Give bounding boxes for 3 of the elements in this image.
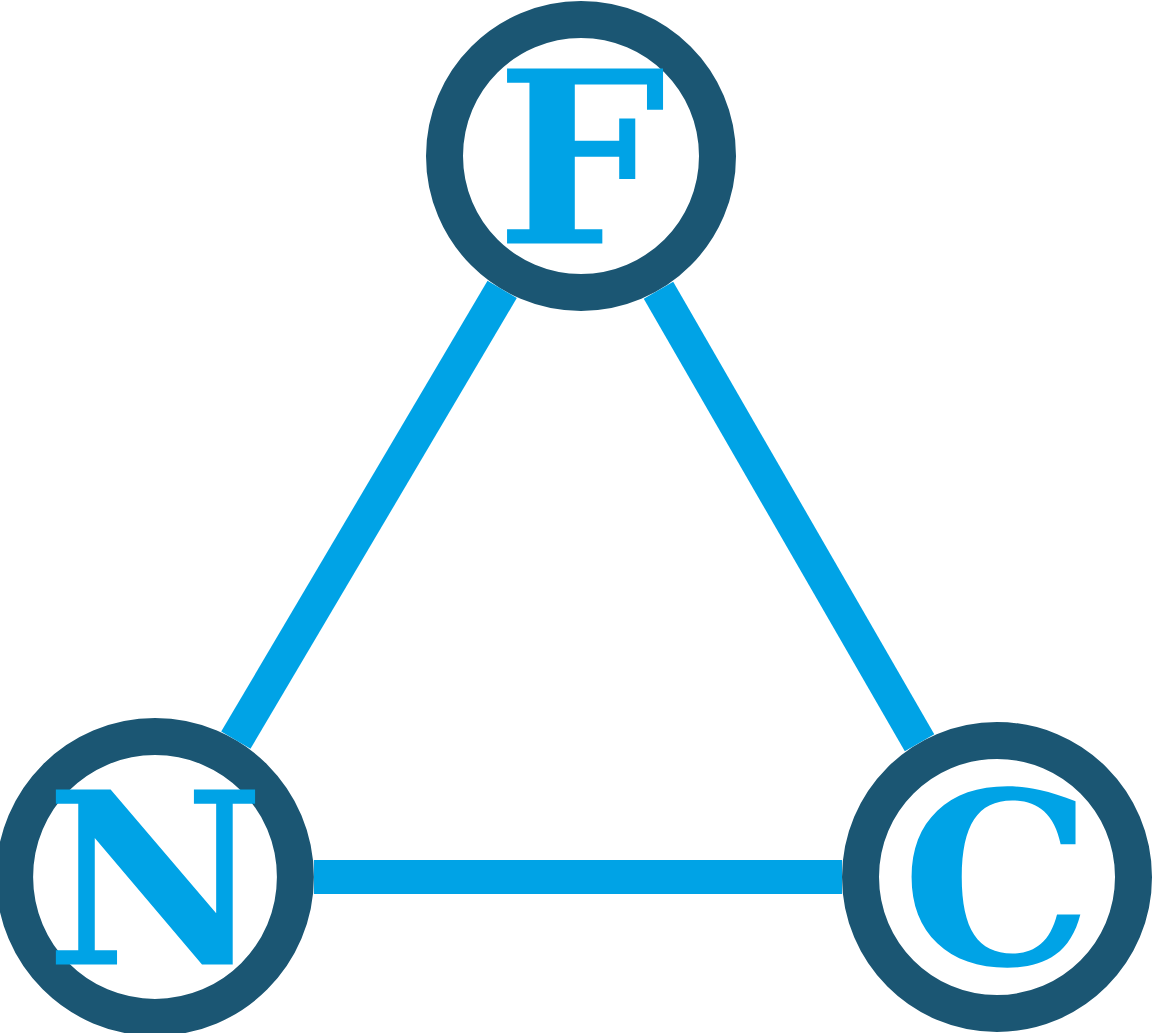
- connector-line: [643, 281, 935, 752]
- connector-line: [313, 860, 842, 894]
- connector-line: [221, 280, 517, 749]
